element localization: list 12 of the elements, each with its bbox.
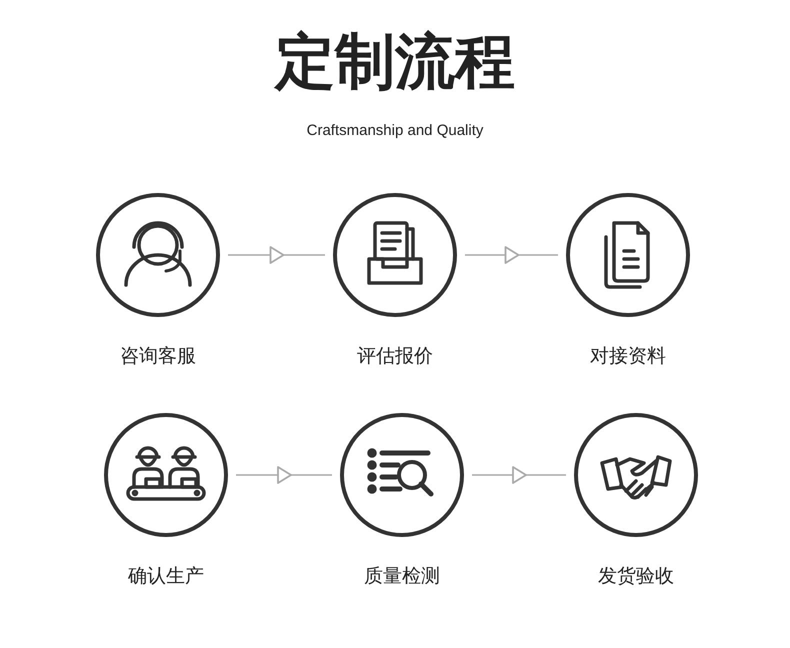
step-label: 对接资料: [590, 344, 666, 369]
step-label: 确认生产: [128, 564, 204, 589]
arrow: [465, 246, 559, 264]
arrow: [236, 466, 333, 484]
step-label: 评估报价: [357, 344, 433, 369]
step-label: 咨询客服: [120, 344, 196, 369]
arrow: [472, 466, 567, 484]
step-label: 发货验收: [598, 564, 674, 589]
subtitle: Craftsmanship and Quality: [306, 122, 484, 139]
title: 定制流程: [275, 26, 515, 99]
step-label: 质量检测: [364, 564, 440, 589]
arrow: [228, 246, 326, 264]
